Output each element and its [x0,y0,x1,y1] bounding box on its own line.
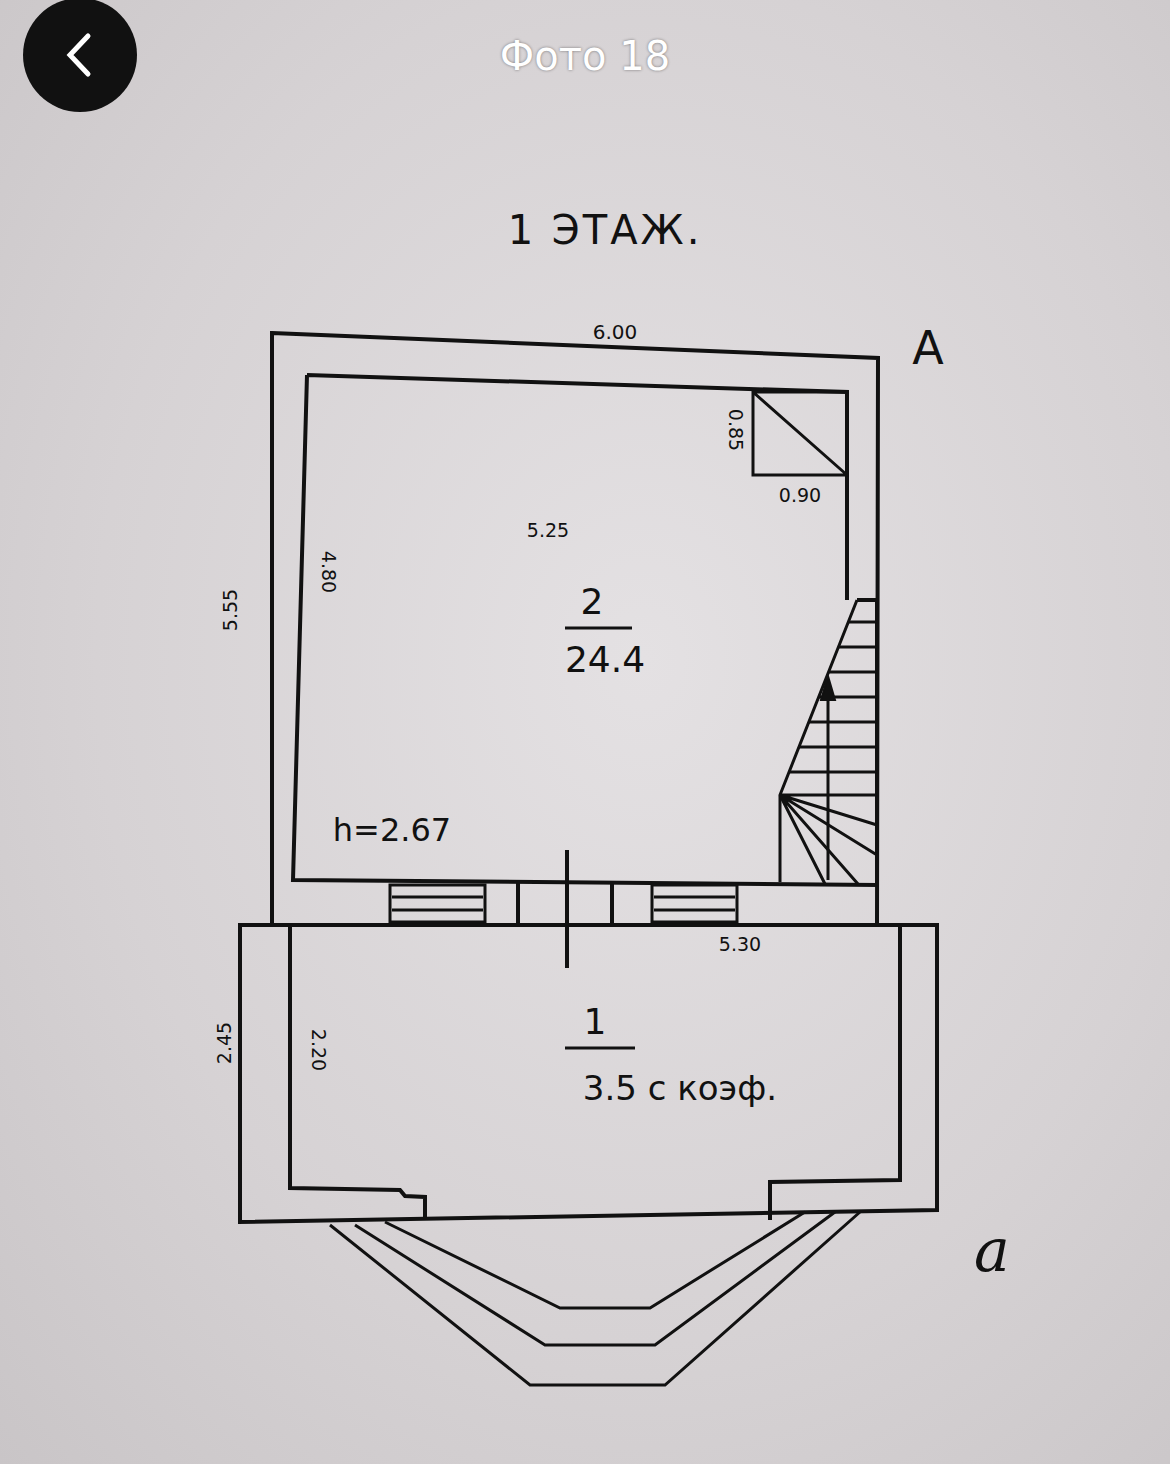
stair-arrow [827,690,830,880]
dimension: 5.25 [527,521,569,540]
room-1-wall [290,925,900,1220]
room: 1 3.5 с коэф. [290,925,900,1185]
dimension: 0.85 [726,409,745,451]
fraction-line [565,628,635,1048]
section-marker: А [912,325,943,371]
dimension: 6.00 [593,322,638,342]
stair-arrowhead [821,676,835,700]
photo-header: Фото 18 [500,36,670,76]
section-marker: а [974,1220,1010,1280]
room-area: 24.4 [565,642,645,678]
room-number: 1 [584,1004,607,1040]
outer-wall [240,333,937,1222]
dimension: 0.90 [779,486,821,505]
partition-wall [240,923,937,927]
back-chevron [70,36,88,74]
ceiling-height: h=2.67 [333,814,451,846]
opening [390,885,485,922]
dimension: 5.30 [719,935,761,954]
porch [330,1212,860,1385]
dimension: 2.20 [309,1029,328,1071]
room-2-wall [293,375,877,885]
walls [23,0,937,1385]
opening [652,885,737,922]
door [518,850,612,968]
dimension: 2.45 [215,1022,234,1064]
room-number: 2 [581,584,604,620]
dimension: 4.80 [319,551,338,593]
room-area: 3.5 с коэф. [583,1071,777,1105]
room: 224.4 [307,392,847,880]
closet [753,392,847,475]
dimension: 5.55 [221,589,240,631]
stair-steps [780,622,877,884]
back-button [23,0,137,112]
floor-title: 1 ЭТАЖ. [508,210,703,250]
